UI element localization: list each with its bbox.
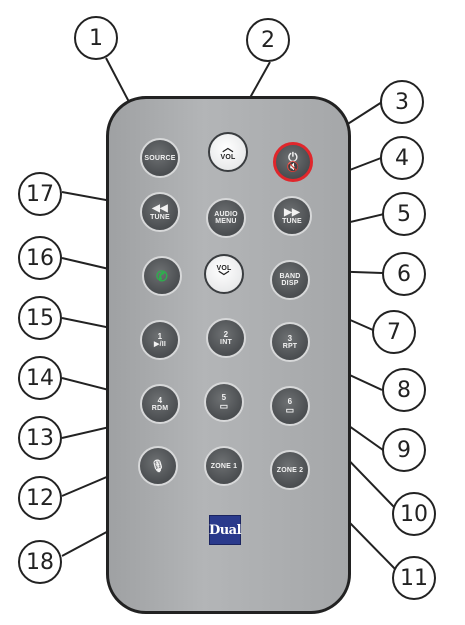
- preset-5-folder-down-button[interactable]: 5 ▭: [204, 382, 244, 422]
- audio-menu-button[interactable]: AUDIO MENU: [206, 198, 246, 238]
- microphone-icon: 🎙: [150, 459, 166, 473]
- zone-1-button[interactable]: ZONE 1: [204, 446, 244, 486]
- power-icon: ⏻: [288, 150, 298, 164]
- callout-4: 4: [380, 136, 424, 180]
- callout-18: 18: [18, 540, 62, 584]
- preset-2-int-button[interactable]: 2 INT: [206, 318, 246, 358]
- callout-14: 14: [18, 356, 62, 400]
- preset-4-rdm-button[interactable]: 4 RDM: [140, 384, 180, 424]
- mute-icon: 🔇: [286, 162, 300, 173]
- band-disp-button[interactable]: BAND DISP: [270, 260, 310, 300]
- chevron-up-icon: ︿: [222, 142, 234, 154]
- callout-2: 2: [246, 18, 290, 62]
- dual-brand-logo: Dual: [209, 515, 242, 545]
- chevron-down-icon: ﹀: [218, 271, 230, 283]
- previous-tune-button[interactable]: ◀◀ TUNE: [140, 192, 180, 232]
- power-mute-button[interactable]: ⏻ 🔇: [273, 142, 313, 182]
- next-tune-button[interactable]: ▶▶ TUNE: [272, 196, 312, 236]
- callout-8: 8: [382, 368, 426, 412]
- callout-5: 5: [382, 192, 426, 236]
- callout-12: 12: [18, 476, 62, 520]
- zone-2-button[interactable]: ZONE 2: [270, 450, 310, 490]
- callout-7: 7: [372, 310, 416, 354]
- callout-16: 16: [18, 236, 62, 280]
- mic-button[interactable]: 🎙: [138, 446, 178, 486]
- vol-up-button[interactable]: ︿ VOL: [208, 132, 248, 172]
- callout-11: 11: [392, 556, 436, 600]
- rewind-icon: ◀◀: [152, 202, 168, 214]
- fast-forward-icon: ▶▶: [284, 206, 300, 218]
- phone-icon: ✆: [156, 268, 168, 284]
- callout-1: 1: [74, 16, 118, 60]
- folder-down-icon: ▭: [219, 400, 229, 411]
- preset-6-folder-up-button[interactable]: 6 ▭: [270, 386, 310, 426]
- callout-6: 6: [382, 252, 426, 296]
- callout-10: 10: [392, 492, 436, 536]
- call-button[interactable]: ✆: [142, 256, 182, 296]
- preset-1-play-pause-button[interactable]: 1 ▶/II: [140, 320, 180, 360]
- callout-17: 17: [18, 172, 62, 216]
- vol-down-button[interactable]: VOL ﹀: [204, 254, 244, 294]
- callout-9: 9: [382, 428, 426, 472]
- callout-3: 3: [380, 80, 424, 124]
- callout-15: 15: [18, 296, 62, 340]
- preset-3-rpt-button[interactable]: 3 RPT: [270, 322, 310, 362]
- source-button[interactable]: SOURCE: [140, 138, 180, 178]
- callout-13: 13: [18, 416, 62, 460]
- folder-up-icon: ▭: [285, 404, 295, 415]
